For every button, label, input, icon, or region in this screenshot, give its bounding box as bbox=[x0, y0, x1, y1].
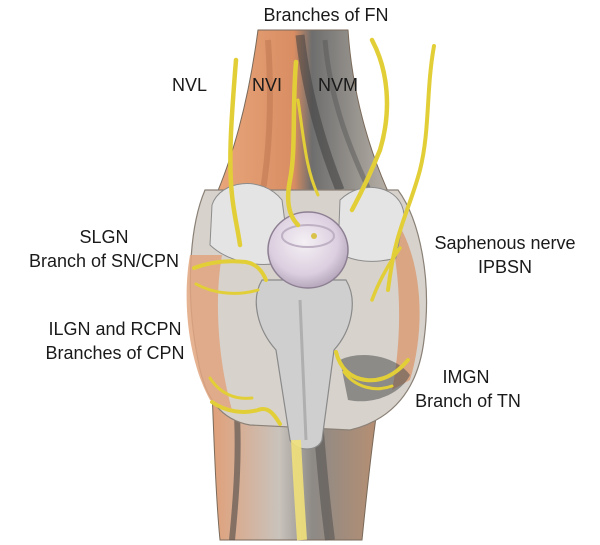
nerve-ilgn bbox=[210, 400, 282, 426]
tibia-shading bbox=[298, 299, 308, 441]
thigh-striation bbox=[295, 34, 345, 192]
lateral-muscle bbox=[186, 255, 232, 410]
nerve-rcpn bbox=[208, 376, 254, 400]
label-ilgn: ILGN and RCPN bbox=[48, 319, 182, 339]
patella-spot bbox=[311, 233, 317, 239]
patella-rim bbox=[281, 224, 335, 248]
nerve-nvi bbox=[285, 59, 301, 228]
thigh-striation bbox=[259, 39, 273, 197]
label-slgn-branch: Branch of SN/CPN bbox=[28, 251, 180, 271]
nerve-saphenous bbox=[370, 246, 402, 302]
label-nvi: NVI bbox=[252, 75, 283, 95]
nerve-imgn bbox=[334, 350, 410, 383]
label-ipbsn: IPBSN bbox=[477, 257, 533, 277]
patella bbox=[267, 211, 349, 289]
label-imgn: IMGN bbox=[442, 367, 490, 387]
nerve-nvm bbox=[349, 37, 390, 213]
thigh-striation bbox=[322, 39, 375, 198]
label-imgn-branch: Branch of TN bbox=[415, 391, 521, 411]
fat-pad-stripe bbox=[291, 439, 307, 541]
label-slgn: SLGN bbox=[79, 227, 129, 247]
label-nvm: NVM bbox=[318, 75, 358, 95]
nerve-slgn bbox=[192, 259, 268, 282]
label-fn-branches: Branches of FN bbox=[263, 5, 389, 25]
label-nvl: NVL bbox=[172, 75, 208, 95]
nerve-nvl bbox=[228, 57, 243, 248]
nerve-slgn-branch bbox=[194, 282, 260, 295]
label-ilgn-branch: Branches of CPN bbox=[45, 343, 185, 363]
nerve-imgn-branch bbox=[342, 370, 394, 391]
nerve-nvi-branch bbox=[296, 98, 320, 197]
nerves bbox=[192, 37, 436, 426]
tibia bbox=[255, 279, 353, 450]
label-saphenous: Saphenous nerve bbox=[434, 233, 576, 253]
medial-muscle bbox=[386, 215, 420, 390]
